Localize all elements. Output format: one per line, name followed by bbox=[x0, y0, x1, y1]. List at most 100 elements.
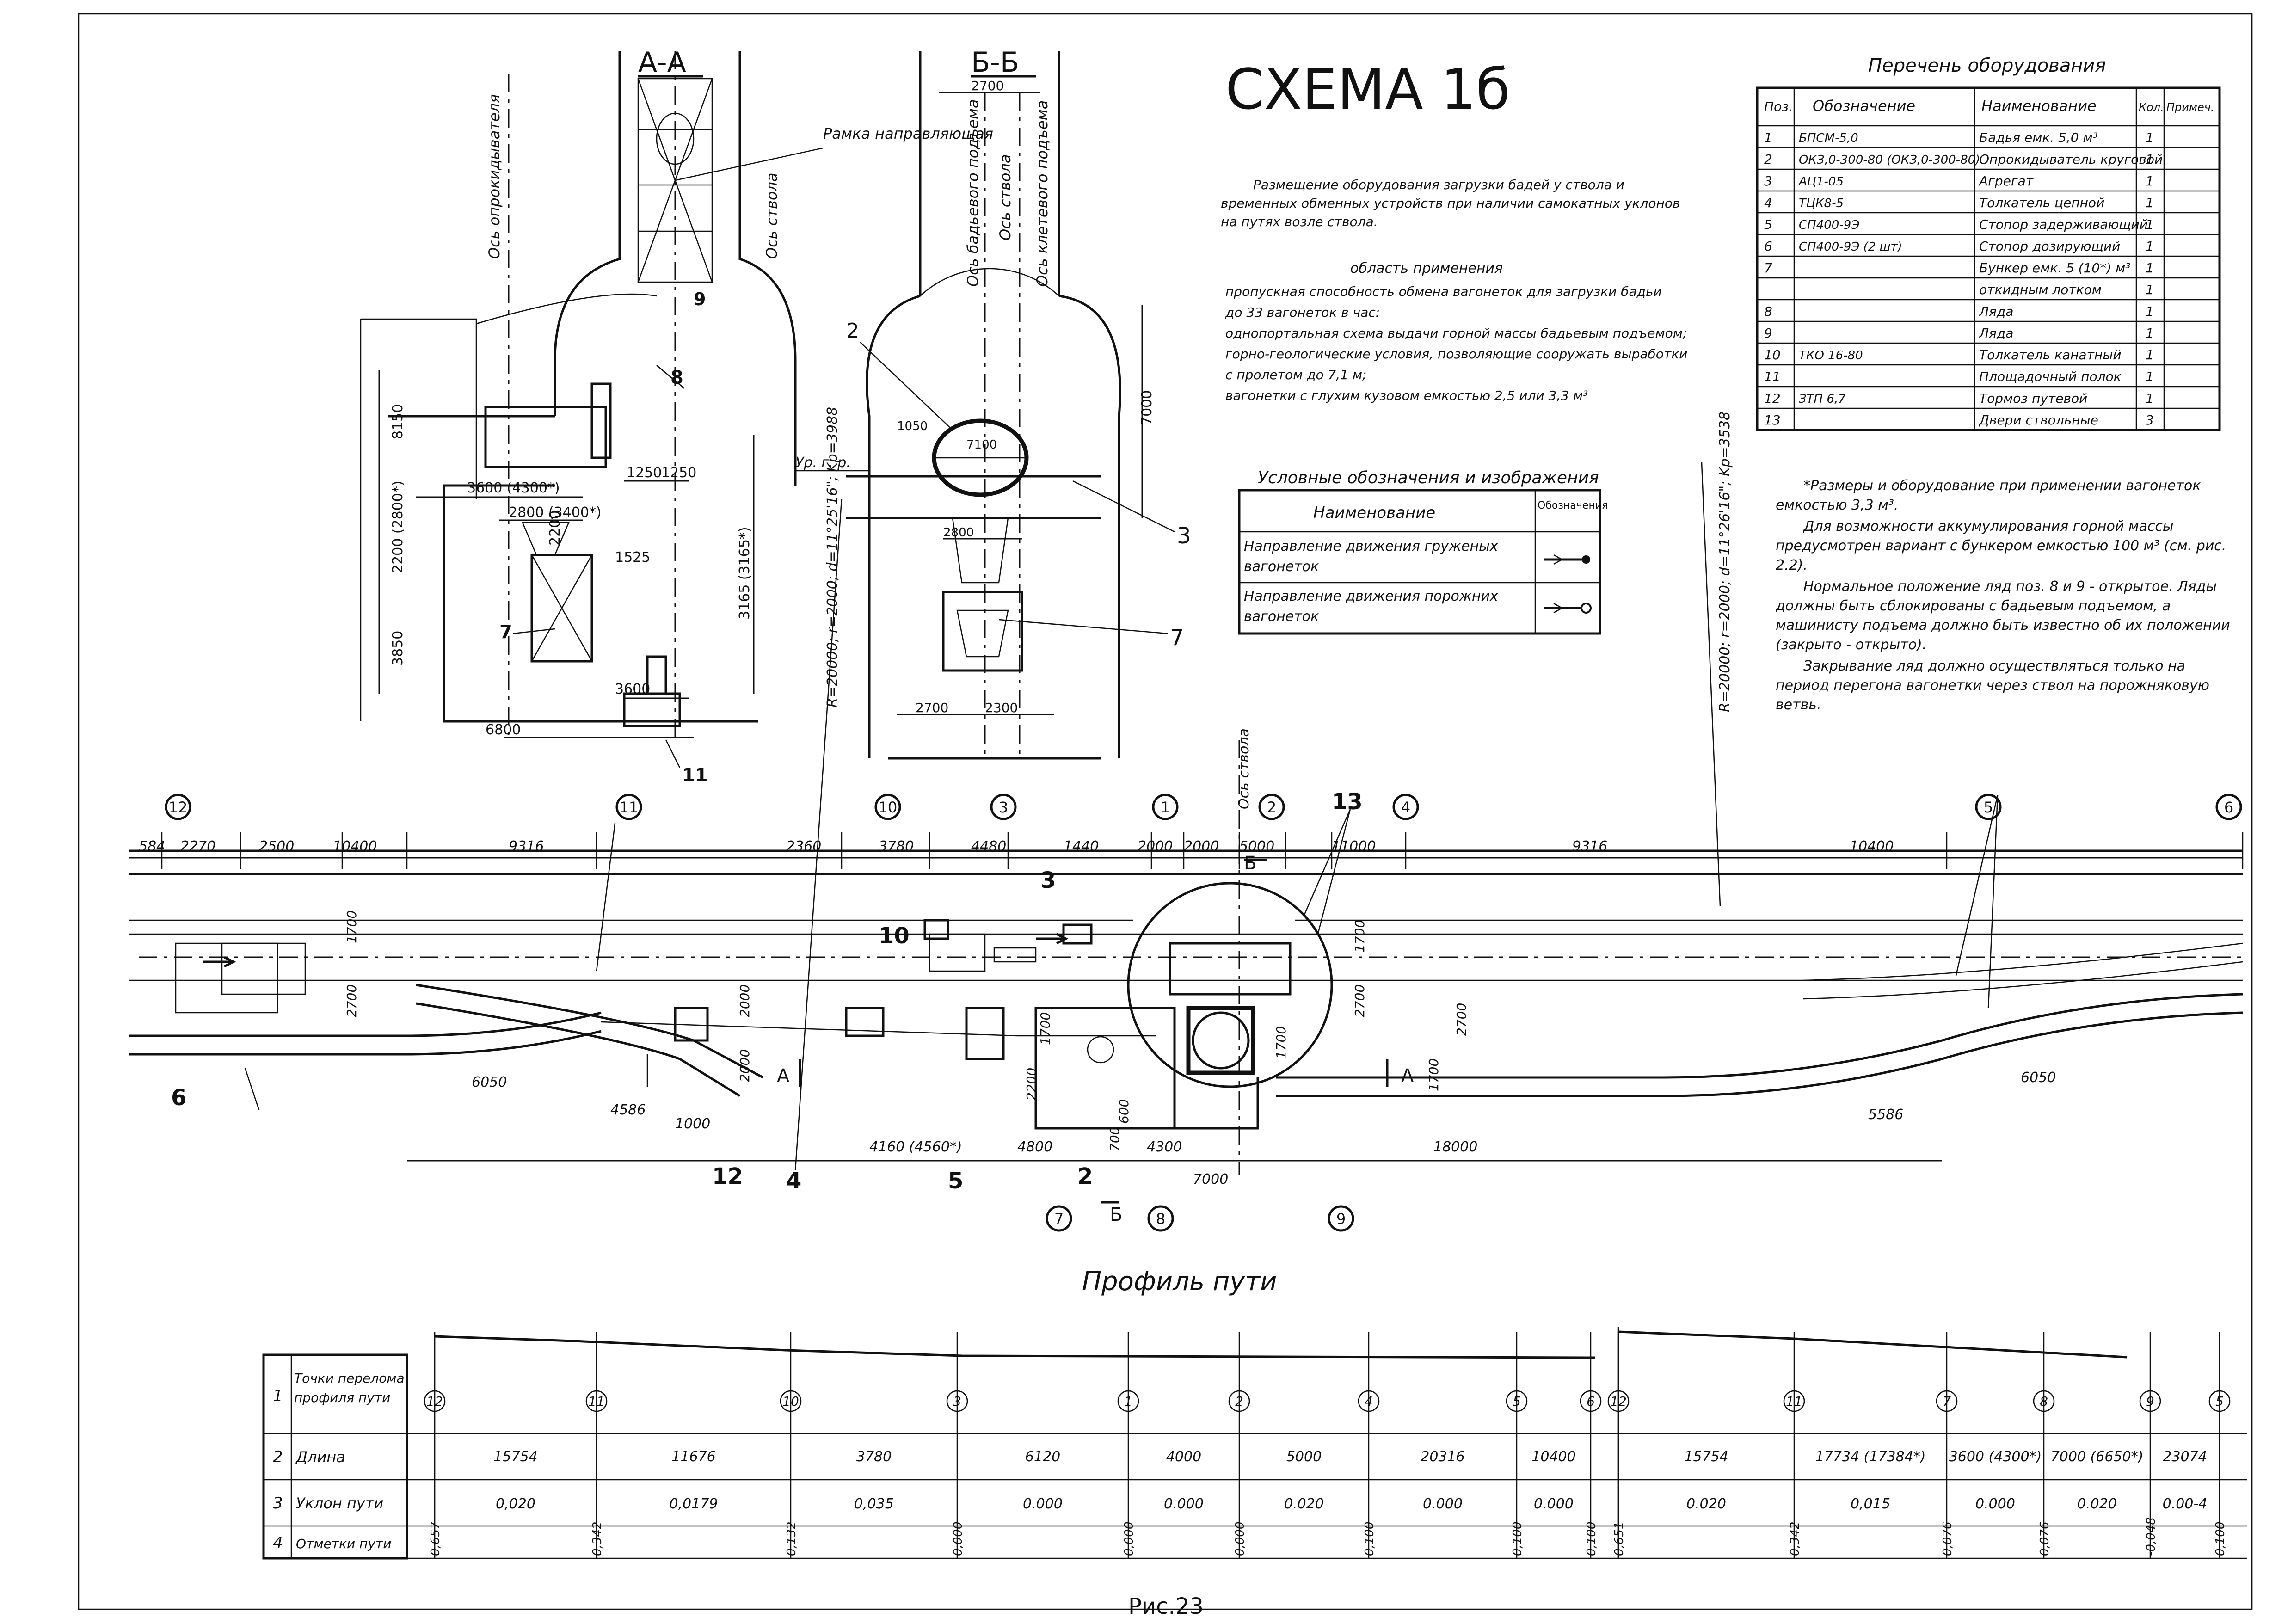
profile-mark: 0,000 bbox=[951, 1522, 965, 1556]
equipment-cell: 13 bbox=[1764, 412, 1781, 428]
bb-bunker bbox=[942, 591, 1023, 672]
bb-dim-6: 2700 bbox=[916, 700, 948, 715]
cage-compartment bbox=[1169, 942, 1292, 996]
breakpoint-marker bbox=[2215, 794, 2242, 820]
equipment-cell: ЗТП 6,7 bbox=[1799, 392, 1846, 406]
breakpoint-label: 6 bbox=[2224, 799, 2233, 816]
profile-length: 10400 bbox=[1531, 1449, 1575, 1465]
equipment-cell: Опрокидыватель круговой bbox=[1979, 152, 2163, 167]
eq-head-note: Примеч. bbox=[2166, 101, 2214, 114]
bottom-dim-label: 6050 bbox=[472, 1074, 507, 1090]
plan-pos-number: 13 bbox=[1332, 789, 1363, 815]
profile-point-marker bbox=[424, 1390, 446, 1412]
scope-line-5: с пролетом до 7,1 м; bbox=[1225, 367, 1366, 382]
eq-head-name: Наименование bbox=[1981, 97, 2097, 115]
profile-point-label: 12 bbox=[426, 1394, 443, 1409]
section-bb: Б-Б 2700 Ось бадьевого подъема Ось ствол… bbox=[795, 46, 1191, 760]
breakpoint-marker bbox=[990, 794, 1017, 820]
equipment-cell: ТЦК8-5 bbox=[1799, 197, 1844, 210]
profile-point-label: 10 bbox=[782, 1394, 799, 1409]
profile-mark: 0,076 bbox=[2038, 1522, 2052, 1556]
profile-length: 3600 (4300*) bbox=[1949, 1449, 2042, 1465]
top-dim-label: 9316 bbox=[1572, 838, 1607, 855]
top-dim-label: 5000 bbox=[1239, 838, 1274, 855]
equipment-cell: СП400-9Э bbox=[1799, 218, 1859, 232]
plan-pos-number: 4 bbox=[786, 1168, 801, 1194]
equipment-cell: 4 bbox=[1764, 195, 1772, 210]
side-dim-label: 2700 bbox=[1454, 1003, 1469, 1036]
aa-axis-right-label: Ось ствола bbox=[763, 172, 781, 259]
profile-length: 20316 bbox=[1421, 1449, 1464, 1465]
breakpoint-marker bbox=[1152, 794, 1179, 820]
aa-dim-3: 1250 bbox=[661, 465, 696, 481]
profile-row-label-1: Точки перелома профиля пути bbox=[294, 1371, 405, 1405]
profile-point-marker bbox=[1506, 1390, 1528, 1412]
scope-line-4: горно-геологические условия, позволяющие… bbox=[1225, 346, 1687, 362]
bottom-dim-label: 4800 bbox=[1017, 1139, 1052, 1155]
profile-slope: 0,0179 bbox=[670, 1496, 718, 1512]
equipment-cell: откидным лотком bbox=[1979, 282, 2102, 297]
side-dim-label: 1700 bbox=[1352, 920, 1367, 953]
plan-pos-number: 2 bbox=[1077, 1163, 1093, 1189]
profile-left-line bbox=[434, 1335, 1596, 1359]
profile-point-label: 11 bbox=[1786, 1394, 1802, 1409]
legend-row-loaded: Направление движения груженых вагонеток bbox=[1244, 538, 1498, 575]
side-dim-label: 1700 bbox=[344, 910, 359, 943]
equipment-cell: Толкатель цепной bbox=[1979, 195, 2104, 210]
breakpoint-label: 2 bbox=[1267, 799, 1276, 816]
equipment-cell: 3 bbox=[1764, 173, 1772, 189]
equipment-cell: Стопор дозирующий bbox=[1979, 239, 2120, 254]
bottom-dim-label: 6050 bbox=[2021, 1070, 2056, 1086]
aa-pos-8: 8 bbox=[670, 367, 683, 388]
profile-point-label: 6 bbox=[1587, 1394, 1595, 1409]
equipment-cell: 2 bbox=[1764, 152, 1772, 167]
notes-block: *Размеры и оборудование при применении в… bbox=[1776, 476, 2238, 715]
equipment-cell: 1 bbox=[2146, 217, 2154, 232]
aa-tipper bbox=[484, 406, 607, 468]
aa-dim-8: 2200 (2800*) bbox=[390, 480, 406, 573]
profile-mark: -0,048 bbox=[2144, 1517, 2158, 1556]
equipment-cell: ТКО 16-80 bbox=[1799, 349, 1863, 363]
top-dim-label: 4480 bbox=[971, 838, 1006, 855]
profile-slope: 0,020 bbox=[496, 1496, 535, 1512]
plan-section-b-top: Б bbox=[1244, 853, 1256, 874]
top-dim-label: 2270 bbox=[180, 838, 215, 855]
section-aa-label: А-А bbox=[638, 46, 686, 79]
equipment-title: Перечень оборудования bbox=[1868, 55, 2106, 76]
aa-dim-1: 3600 (4300*) bbox=[467, 480, 560, 496]
breakpoint-marker bbox=[1392, 794, 1419, 820]
bottom-dim-label: 1000 bbox=[675, 1116, 710, 1132]
equipment-cell: 7 bbox=[1764, 260, 1772, 276]
equipment-cell: 1 bbox=[2146, 369, 2154, 384]
profile-point-label: 3 bbox=[953, 1394, 961, 1409]
note-2: Для возможности аккумулирования горной м… bbox=[1776, 518, 2226, 573]
loaded-direction-arrow-icon bbox=[1036, 933, 1069, 945]
description-paragraph: Размещение оборудования загрузки бадей у… bbox=[1221, 177, 1680, 229]
plan-pos-number: 3 bbox=[1040, 867, 1056, 893]
eq-head-pos: Поз. bbox=[1764, 99, 1793, 114]
top-dim-label: 2500 bbox=[259, 838, 294, 855]
profile-point-label: 4 bbox=[1365, 1394, 1373, 1409]
profile-length: 23074 bbox=[2163, 1449, 2207, 1465]
profile-row-num-1: 1 bbox=[273, 1387, 283, 1405]
profile-point-marker bbox=[2033, 1390, 2055, 1412]
profile-point-marker bbox=[1783, 1390, 1805, 1412]
aa-dim-4: 2800 (3400*) bbox=[509, 504, 602, 521]
profile-row-label-3: Уклон пути bbox=[296, 1495, 383, 1512]
equipment-cell: Ляда bbox=[1979, 326, 2013, 341]
profile-mark: 0,100 bbox=[1363, 1522, 1377, 1556]
profile-point-label: 11 bbox=[588, 1394, 605, 1409]
profile-mark: 0,100 bbox=[1585, 1522, 1599, 1556]
breakpoint-label: 12 bbox=[169, 799, 188, 816]
equipment-cell: 1 bbox=[2146, 152, 2154, 167]
profile-point-marker bbox=[1607, 1390, 1630, 1412]
profile-length: 6120 bbox=[1025, 1449, 1060, 1465]
eq-head-code: Обозначение bbox=[1813, 97, 1915, 115]
section-bb-label: Б-Б bbox=[971, 46, 1019, 79]
profile-point-marker bbox=[1936, 1390, 1958, 1412]
breakpoint-marker bbox=[1975, 794, 2002, 820]
top-dim-label: 9316 bbox=[509, 838, 544, 855]
